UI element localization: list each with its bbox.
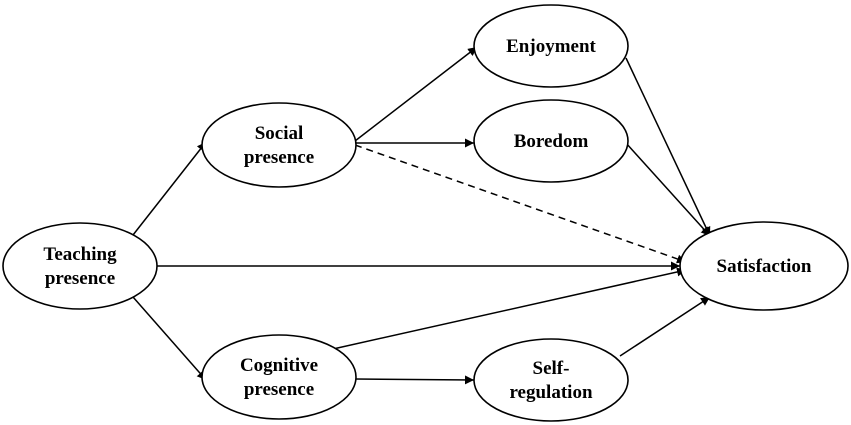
arrow-cognitive-to-satisfaction	[332, 267, 687, 350]
node-cognitive: Cognitive presence	[201, 334, 357, 420]
node-boredom: Boredom	[473, 99, 629, 183]
node-ellipse	[201, 102, 357, 188]
arrow-selfreg-to-satisfaction	[619, 296, 711, 357]
node-label: presence	[45, 268, 115, 289]
node-label: Boredom	[514, 131, 589, 152]
node-ellipse	[473, 338, 629, 422]
arrow-cognitive-to-selfreg	[354, 375, 475, 385]
node-label: presence	[244, 379, 314, 400]
arrow-teaching-to-social	[132, 141, 207, 236]
node-ellipse	[679, 221, 849, 311]
nodes-layer: TeachingpresenceSocialpresenceCognitivep…	[2, 4, 849, 422]
node-label: Satisfaction	[717, 256, 812, 277]
node-teaching: Teaching presence	[2, 222, 158, 310]
node-enjoyment: Enjoyment	[473, 4, 629, 88]
arrow-teaching-to-cognitive	[132, 296, 207, 381]
node-label: regulation	[509, 382, 592, 403]
node-label: presence	[244, 147, 314, 168]
node-label: Cognitive	[240, 355, 318, 376]
node-ellipse	[2, 222, 158, 310]
node-label: Teaching	[43, 244, 117, 265]
node-ellipse	[473, 99, 629, 183]
node-ellipse	[201, 334, 357, 420]
node-label: Self-	[533, 358, 570, 379]
arrow-social-to-satisfaction	[354, 144, 687, 264]
node-label: Enjoyment	[506, 36, 596, 57]
arrow-social-to-enjoyment	[354, 46, 478, 142]
arrow-enjoyment-to-satisfaction	[625, 57, 711, 237]
node-satisfaction: Satisfaction	[679, 221, 849, 311]
arrow-boredom-to-satisfaction	[625, 142, 711, 237]
edges-layer	[132, 46, 711, 385]
node-selfreg: Self-regulation	[473, 338, 629, 422]
node-ellipse	[473, 4, 629, 88]
node-social: Social presence	[201, 102, 357, 188]
node-label: Social	[255, 123, 304, 144]
